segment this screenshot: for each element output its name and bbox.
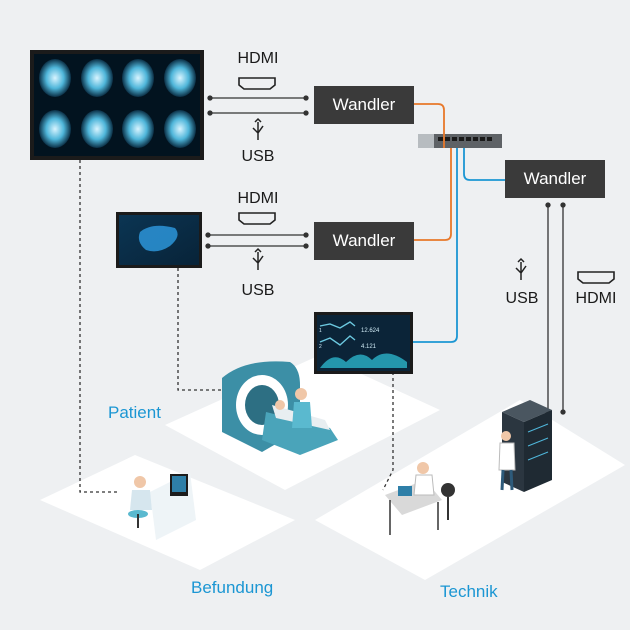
vitals-row-2: 2 — [319, 344, 322, 350]
dashed-line-patient — [177, 268, 225, 391]
dashed-line-befundung — [79, 160, 120, 493]
zone-label-patient: Patient — [108, 403, 161, 422]
usb-label: USB — [505, 290, 539, 307]
converter-box: Wandler — [314, 86, 414, 124]
converter-box: Wandler — [505, 160, 605, 198]
network-switch — [418, 134, 502, 148]
vitals-value-2: 4.121 — [361, 344, 377, 350]
ct-brain-scans — [39, 59, 196, 148]
fiber-lines — [413, 103, 505, 343]
hdmi-label: HDMI — [237, 50, 279, 67]
zone-label-befundung: Befundung — [191, 578, 274, 597]
hdmi-label: HDMI — [575, 290, 617, 307]
fiber-orange-2 — [414, 148, 452, 241]
dashed-lines — [79, 160, 394, 493]
dashed-line-technik — [382, 372, 394, 491]
fiber-orange-1 — [414, 103, 445, 148]
fiber-blue-2 — [413, 148, 458, 343]
mri-scanner — [222, 361, 338, 455]
usb-label: USB — [241, 282, 275, 299]
liver-display — [116, 212, 202, 268]
technician-workstation — [385, 462, 455, 535]
vitals-value-1: 12.624 — [361, 328, 380, 334]
radiologist-workstation — [128, 472, 196, 540]
hdmi-icon — [238, 77, 615, 284]
usb-label: USB — [241, 148, 275, 165]
usb-icon — [252, 117, 527, 280]
converter-box: Wandler — [314, 222, 414, 260]
vitals-display: 1 2 12.624 4.121 — [314, 312, 413, 374]
fiber-blue-1 — [463, 148, 505, 181]
server-rack — [498, 400, 552, 492]
ct-display — [30, 50, 204, 160]
zone-label-technik: Technik — [440, 582, 498, 601]
cables — [205, 95, 566, 415]
vitals-row-1: 1 — [319, 328, 322, 334]
hdmi-label: HDMI — [237, 190, 279, 207]
liver-icon — [138, 225, 178, 252]
